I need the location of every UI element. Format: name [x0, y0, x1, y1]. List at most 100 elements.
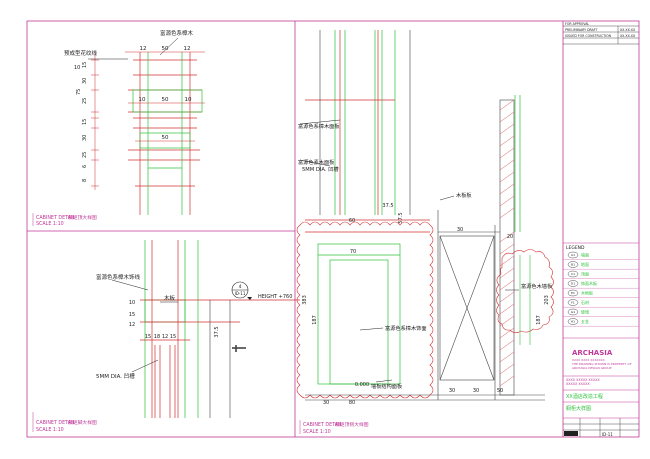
legend-code: E1	[571, 291, 575, 295]
dim-label: 10	[129, 300, 135, 306]
legend-label: 玻璃	[581, 309, 589, 315]
revision-desc: FOR APPROVAL	[565, 22, 589, 26]
legend-code: D1	[571, 282, 575, 286]
dim-label: 12	[129, 322, 135, 328]
legend-symbol	[567, 308, 579, 316]
dim-label: 25	[82, 98, 88, 104]
legend-label: 五金	[581, 318, 589, 324]
company-line: XXXX XXXX XXXXXXX	[572, 358, 605, 362]
legend-item: B1 地面	[563, 261, 639, 270]
dim-label: 15	[82, 119, 88, 125]
legend-code: B1	[571, 263, 575, 267]
dim-label: 30	[449, 388, 455, 394]
legend-item: H1 五金	[563, 318, 639, 327]
view-scale: SCALE 1:10	[303, 429, 331, 435]
dim-label: 37.5	[382, 203, 393, 209]
legend-label: 地面	[581, 261, 589, 267]
annotation: 5MM DIA. 凹槽	[302, 165, 339, 173]
legend-code: H1	[571, 320, 575, 324]
annotation: 富源色系樟木	[160, 29, 194, 37]
dim-label: 15	[170, 334, 176, 340]
dim-label: 0.000	[355, 382, 369, 388]
dim-label: 203	[544, 295, 550, 305]
legend-label: 顶面	[581, 272, 589, 277]
dim-label: 12	[162, 334, 168, 340]
project-name: XX酒店改造工程	[566, 393, 603, 400]
company-line: THE DRAWING SHOWN IS PROPERTY OF	[571, 362, 632, 366]
detail-cloud	[496, 249, 554, 334]
legend-code: F1	[571, 301, 575, 305]
drawing-name: 橱柜大样图	[566, 405, 591, 412]
dim-label: 70	[350, 249, 356, 255]
wall-section	[499, 99, 515, 396]
annotation: 木板	[164, 294, 176, 302]
view-title: CABINET DETAIL	[303, 422, 342, 428]
legend-symbol	[567, 289, 579, 297]
lower-cabinet-outline	[296, 221, 434, 399]
dim-label: 25	[82, 152, 88, 158]
logo-mark	[564, 431, 578, 436]
legend-symbol	[567, 299, 579, 306]
legend-title: LEGEND	[566, 245, 585, 251]
dim-label: 30	[82, 135, 88, 141]
view-1-cabinet-top-detail: 12 50 12 10 50 10 50 15 30 75 25 15 30 2…	[32, 29, 205, 227]
title-block: FOR APPROVAL PRELIMINARY DRAFT XX.XX.XX …	[563, 22, 639, 437]
legend-code: A1	[571, 253, 575, 257]
annotation: 5MM DIA. 凹槽	[96, 372, 135, 380]
dim-label: 8	[82, 179, 88, 182]
legend-item: C1 顶面	[563, 270, 639, 279]
legend-code: G1	[571, 310, 575, 314]
view-2-cabinet-foot-detail: 15 18 12 15 10 15 12 37.5 富源色系樟木饰线 木板 5M…	[32, 240, 300, 433]
legend-symbol	[567, 318, 579, 325]
annotation: 富源色素木面板	[298, 158, 335, 166]
legend-label: 饰面木板	[581, 280, 597, 286]
dim-label: 15	[82, 62, 88, 68]
revision-desc: ISSUED FOR CONSTRUCTION	[565, 34, 612, 38]
legend-symbol	[567, 261, 579, 268]
dim-label: 10	[185, 97, 192, 103]
annotation: 墙板结构面板	[371, 382, 403, 390]
annotation: 预成型花纹线	[64, 49, 98, 57]
view-title: CABINET DETAIL	[36, 215, 75, 221]
revision-desc: PRELIMINARY DRAFT	[565, 28, 598, 32]
dim-label: 12	[140, 46, 147, 52]
view-title-cn: 橱柜顶大样图	[68, 214, 97, 221]
dim-label: 30	[457, 227, 463, 233]
dim-label: 50	[162, 135, 169, 141]
dim-label: 187	[536, 315, 542, 325]
legend-code: C1	[571, 272, 575, 276]
legend-item: D1 饰面木板	[563, 280, 639, 289]
revision-date: XX.XX.XX	[620, 28, 636, 32]
dim-label: 75	[76, 89, 82, 95]
company-logo-text: ARCHASIA	[572, 349, 613, 357]
height-level: HEIGHT +760	[258, 294, 292, 300]
dim-label: 10	[74, 65, 80, 71]
legend-label: 木地板	[581, 290, 593, 296]
dim-label: 80	[349, 400, 355, 406]
annotation: 富源色系樟木饰线	[96, 273, 141, 281]
dim-label: 57.5	[398, 212, 404, 223]
legend-item: E1 木地板	[563, 290, 639, 298]
dim-label: 60	[349, 218, 355, 224]
view-scale: SCALE 1:10	[36, 221, 64, 227]
view-title-cn: 橱柜脚大样图	[68, 419, 97, 426]
project-line: XXXX XXXXX XXXXX	[566, 378, 600, 382]
view-3-cabinet-side-detail: 37.5 60 70 57.5 30 20 30 30 50 30 80 187…	[296, 30, 554, 435]
sheet-border	[26, 20, 640, 438]
legend-symbol	[567, 251, 579, 259]
legend-symbol	[567, 280, 579, 287]
company-line: ARCHASIA DESIGN GROUP	[572, 366, 612, 370]
dim-label: 187	[312, 315, 318, 325]
dim-label: 15	[129, 312, 135, 318]
bubble-sheet: ID-11	[235, 291, 246, 296]
dim-label: 18	[154, 334, 160, 340]
dim-label: 30	[82, 78, 88, 84]
view-scale: SCALE 1:10	[36, 427, 64, 433]
annotation: 富源色木墙板	[521, 282, 553, 290]
project-line: XXXXX XXXXX	[566, 382, 590, 386]
view-title: CABINET DETAIL	[36, 420, 75, 426]
